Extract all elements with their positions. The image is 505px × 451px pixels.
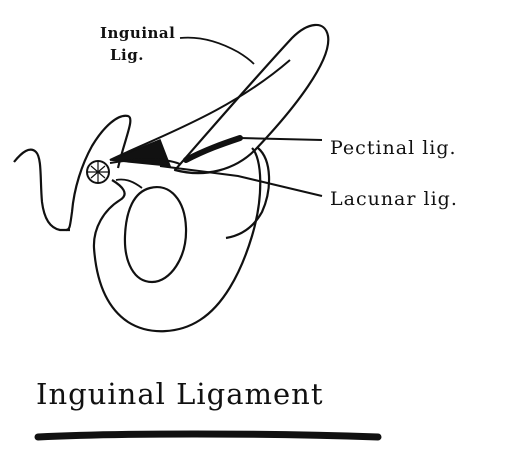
pectinal-leader <box>240 138 322 140</box>
obturator-foramen <box>125 187 186 282</box>
page-title: Inguinal Ligament <box>36 377 324 411</box>
title-underline <box>38 434 378 437</box>
inguinal-ligament-upper <box>110 60 290 160</box>
ilium-outline <box>175 25 328 173</box>
inguinal-leader <box>180 38 254 64</box>
inguinal-label-line2: Lig. <box>110 46 144 64</box>
pubic-tubercle-hatch <box>88 162 108 182</box>
lacunar-leader <box>160 166 322 196</box>
pectinal-label: Pectinal lig. <box>330 137 457 159</box>
left-squiggle <box>14 150 70 230</box>
ischial-curve <box>226 148 269 238</box>
lacunar-label: Lacunar lig. <box>330 188 458 210</box>
inguinal-label-line1: Inguinal <box>100 24 175 42</box>
